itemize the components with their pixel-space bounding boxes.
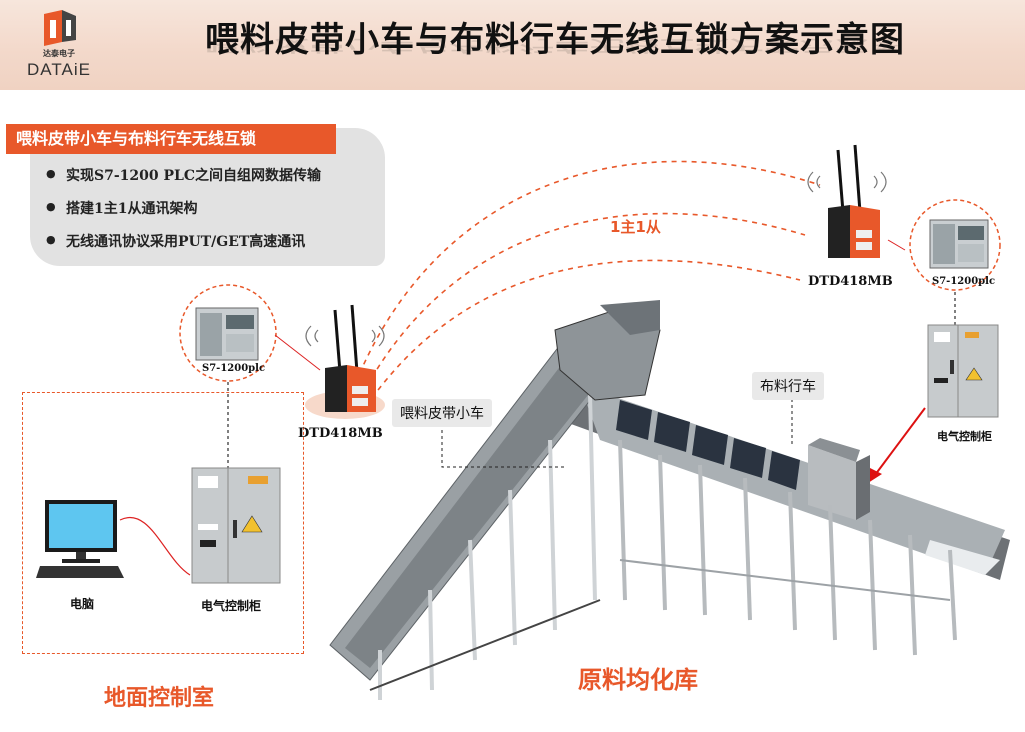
cabinet-right-icon [927, 324, 999, 418]
computer-icon [36, 500, 124, 578]
info-panel-title: 喂料皮带小车与布料行车无线互锁 [6, 124, 336, 154]
dtd-left-label: DTD418MB [298, 426, 383, 441]
wireless-link-arcs [351, 160, 821, 399]
logo-mark-icon [44, 10, 76, 46]
control-room-boundary [22, 392, 304, 654]
page-title: 喂料皮带小车与布料行车无线互锁方案示意图 [205, 20, 905, 60]
plc-left-icon [195, 307, 259, 361]
feeder-belt-conveyor [329, 300, 661, 700]
cabinet-right-label: 电气控制柜 [937, 430, 992, 443]
info-bullet: 实现S7-1200 PLC之间自组网数据传输 [46, 165, 321, 185]
logo-text: DATAiE [27, 60, 91, 79]
header-banner: 达泰电子 DATAiE 喂料皮带小车与布料行车无线互锁方案示意图 喂料皮带小车与… [0, 0, 1025, 90]
cabinet-left-icon [191, 467, 281, 584]
dtd418mb-right-icon [807, 144, 887, 258]
dtd418mb-left-icon [305, 304, 385, 419]
plc-right-label: S7-1200plc [932, 276, 996, 287]
dtd-right-label: DTD418MB [808, 274, 893, 289]
info-bullet: 无线通讯协议采用PUT/GET高速通讯 [46, 231, 305, 251]
distribution-crane-structure [560, 385, 1010, 656]
logo-subtitle: 达泰电子 [43, 49, 75, 58]
raw-material-store-title: 原料均化库 [578, 666, 698, 694]
master-slave-label: 1主1从 [610, 218, 661, 236]
control-room-title: 地面控制室 [104, 686, 215, 711]
computer-label: 电脑 [70, 597, 95, 611]
crane-tag: 布料行车 [752, 372, 824, 400]
plc-left-label: S7-1200plc [202, 363, 266, 374]
cabinet-left-label: 电气控制柜 [201, 599, 262, 613]
company-logo: 达泰电子 DATAiE [14, 8, 104, 80]
plc-right-icon [929, 219, 989, 269]
info-bullet: 搭建1主1从通讯架构 [46, 198, 197, 218]
feeder-cart-tag: 喂料皮带小车 [392, 399, 492, 427]
